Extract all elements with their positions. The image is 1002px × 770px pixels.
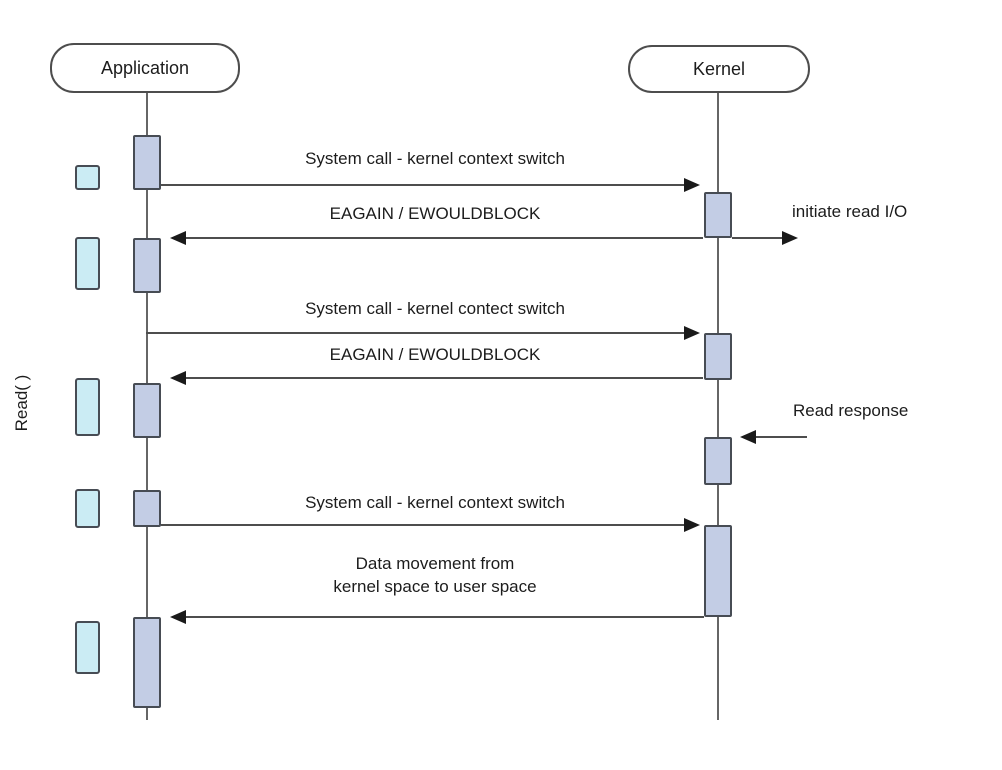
- message-label-syscall-3: System call - kernel context switch: [305, 493, 565, 512]
- arrowhead-right-icon: [684, 326, 700, 340]
- arrowhead-left-icon: [170, 231, 186, 245]
- message-arrow-read-response: [754, 436, 807, 438]
- message-label-eagain-1: EAGAIN / EWOULDBLOCK: [329, 204, 541, 223]
- arrowhead-left-icon: [170, 371, 186, 385]
- message-label-read-response: Read response: [793, 401, 909, 420]
- app-activation-bar-3: [133, 383, 161, 438]
- arrowhead-right-icon: [782, 231, 798, 245]
- message-arrow-syscall-3: [161, 524, 688, 526]
- app-state-box-1: [75, 165, 100, 190]
- message-label-data-movement: Data movement from kernel space to user …: [180, 552, 690, 598]
- read-call-label: Read( ): [12, 374, 31, 432]
- actor-application-label: Application: [100, 57, 190, 78]
- arrowhead-left-icon: [170, 610, 186, 624]
- message-arrow-eagain-2: [176, 377, 703, 379]
- app-activation-bar-2: [133, 238, 161, 293]
- app-state-box-4: [75, 489, 100, 528]
- message-arrow-syscall-1: [161, 184, 688, 186]
- kernel-activation-bar-1: [704, 192, 732, 238]
- lifeline-kernel: [717, 93, 719, 720]
- message-label-eagain-2: EAGAIN / EWOULDBLOCK: [329, 345, 541, 364]
- arrowhead-left-icon: [740, 430, 756, 444]
- app-activation-bar-4: [133, 490, 161, 527]
- message-arrow-data-movement: [176, 616, 704, 618]
- app-activation-bar-5: [133, 617, 161, 708]
- message-label-data-movement-line1: Data movement from: [355, 554, 515, 573]
- app-state-box-3: [75, 378, 100, 436]
- kernel-activation-bar-3: [704, 437, 732, 485]
- message-label-initiate-read: initiate read I/O: [792, 202, 908, 221]
- message-label-data-movement-line2: kernel space to user space: [333, 577, 537, 596]
- arrowhead-right-icon: [684, 518, 700, 532]
- message-label-syscall-2: System call - kernel contect switch: [305, 299, 565, 318]
- message-arrow-initiate-read: [732, 237, 784, 239]
- app-activation-bar-1: [133, 135, 161, 190]
- message-arrow-eagain-1: [176, 237, 703, 239]
- message-label-syscall-1: System call - kernel context switch: [305, 149, 565, 168]
- app-state-box-5: [75, 621, 100, 674]
- message-arrow-syscall-2: [146, 332, 688, 334]
- actor-application: Application: [50, 43, 240, 93]
- kernel-activation-bar-2: [704, 333, 732, 380]
- app-state-box-2: [75, 237, 100, 290]
- kernel-activation-bar-4: [704, 525, 732, 617]
- actor-kernel-label: Kernel: [692, 58, 746, 79]
- actor-kernel: Kernel: [628, 45, 810, 93]
- arrowhead-right-icon: [684, 178, 700, 192]
